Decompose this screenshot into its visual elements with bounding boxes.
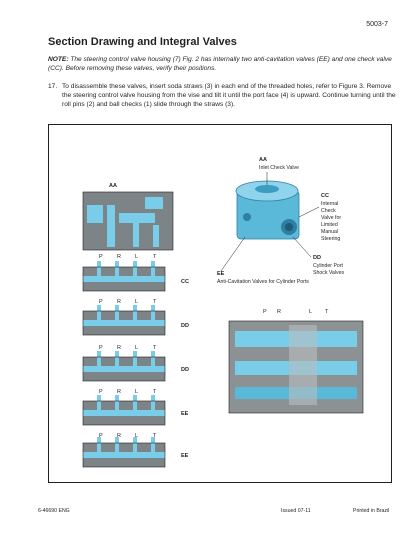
ports-labels-aa: P R L T <box>99 254 157 260</box>
section-aa-drawing <box>82 191 174 251</box>
port-r-label: R <box>117 433 121 439</box>
port-r-label: R <box>277 309 281 315</box>
step-number: 17. <box>48 83 58 90</box>
ports-labels-row4: P R L T <box>99 389 157 395</box>
port-t-label: T <box>153 299 157 305</box>
port-t-label: T <box>153 254 157 260</box>
ports-labels-row3: P R L T <box>99 345 157 351</box>
ports-labels-row5: P R L T <box>99 433 157 439</box>
port-t-label: T <box>153 389 157 395</box>
port-p-label: P <box>99 345 103 351</box>
port-r-label: R <box>117 254 121 260</box>
internal-check-valve-tag: CC <box>321 193 329 199</box>
port-t-label: T <box>153 433 157 439</box>
page-number: 5003-7 <box>366 21 388 28</box>
cutaway-render <box>228 320 364 414</box>
port-r-label: R <box>117 345 121 351</box>
port-p-label: P <box>99 433 103 439</box>
row-tag-ee-1: EE <box>181 411 189 417</box>
row-tag-dd-1: DD <box>181 323 189 329</box>
section-aa-tag: AA <box>109 183 117 189</box>
ports-labels-row2: P R L T <box>99 299 157 305</box>
section-row-cc <box>82 260 166 292</box>
port-p-label: P <box>99 389 103 395</box>
port-l-label: L <box>135 389 138 395</box>
port-l-label: L <box>135 254 138 260</box>
section-row-ee-1 <box>82 394 166 426</box>
port-l-label: L <box>135 299 138 305</box>
internal-check-valve-line-4: Limited <box>321 222 338 228</box>
port-p-label: P <box>263 309 267 315</box>
section-row-ee-2 <box>82 436 166 468</box>
step-17: 17. To disassemble these valves, insert … <box>48 82 396 109</box>
internal-check-valve-line-3: Valve for <box>321 215 341 221</box>
step-text: To disassemble these valves, insert soda… <box>62 83 396 108</box>
note-text: The steering control valve housing (7) F… <box>48 56 392 72</box>
port-r-label: R <box>117 389 121 395</box>
note-label: NOTE: <box>48 56 69 63</box>
section-drawing-figure: AA P R L T CC P R L T DD P R L T DD P R … <box>82 157 364 468</box>
port-l-label: L <box>135 433 138 439</box>
shock-valves-line-1: Cylinder Port <box>313 263 344 269</box>
row-tag-dd-2: DD <box>181 367 189 373</box>
port-l-label: L <box>309 309 312 315</box>
ports-labels-cutaway: P R L T <box>263 309 329 315</box>
port-t-label: T <box>325 309 329 315</box>
figure-frame: AA P R L T CC P R L T DD P R L T DD P R … <box>48 124 392 483</box>
shock-valves-line-2: Shock Valves <box>313 270 344 276</box>
footer-middle: Issued 07-11 <box>281 508 311 514</box>
internal-check-valve-line-5: Manual <box>321 229 338 235</box>
section-row-dd-2 <box>82 350 166 382</box>
section-row-dd-1 <box>82 304 166 336</box>
leader-dd <box>292 236 312 258</box>
row-tag-cc: CC <box>181 279 189 285</box>
note-paragraph: NOTE: The steering control valve housing… <box>48 55 396 73</box>
leader-cc <box>298 206 320 218</box>
port-p-label: P <box>99 254 103 260</box>
leader-ee <box>220 236 246 272</box>
shock-valves-tag: DD <box>313 255 321 261</box>
anti-cavitation-tag: EE <box>217 271 225 277</box>
row-tag-ee-2: EE <box>181 453 189 459</box>
port-p-label: P <box>99 299 103 305</box>
section-title: Section Drawing and Integral Valves <box>48 36 237 48</box>
inlet-check-valve-label: Inlet Check Valve <box>259 165 299 171</box>
anti-cavitation-label: Anti-Cavitation Valves for Cylinder Port… <box>217 279 309 285</box>
internal-check-valve-line-6: Steering <box>321 236 340 242</box>
port-t-label: T <box>153 345 157 351</box>
port-r-label: R <box>117 299 121 305</box>
valve-housing-render <box>235 180 300 240</box>
inlet-check-valve-tag: AA <box>259 157 267 163</box>
internal-check-valve-line-1: Internal <box>321 201 338 207</box>
footer-right: Printed in Brazil <box>353 508 390 514</box>
footer-left: 6-46690 ENG <box>38 508 70 514</box>
port-l-label: L <box>135 345 138 351</box>
internal-check-valve-line-2: Check <box>321 208 336 214</box>
